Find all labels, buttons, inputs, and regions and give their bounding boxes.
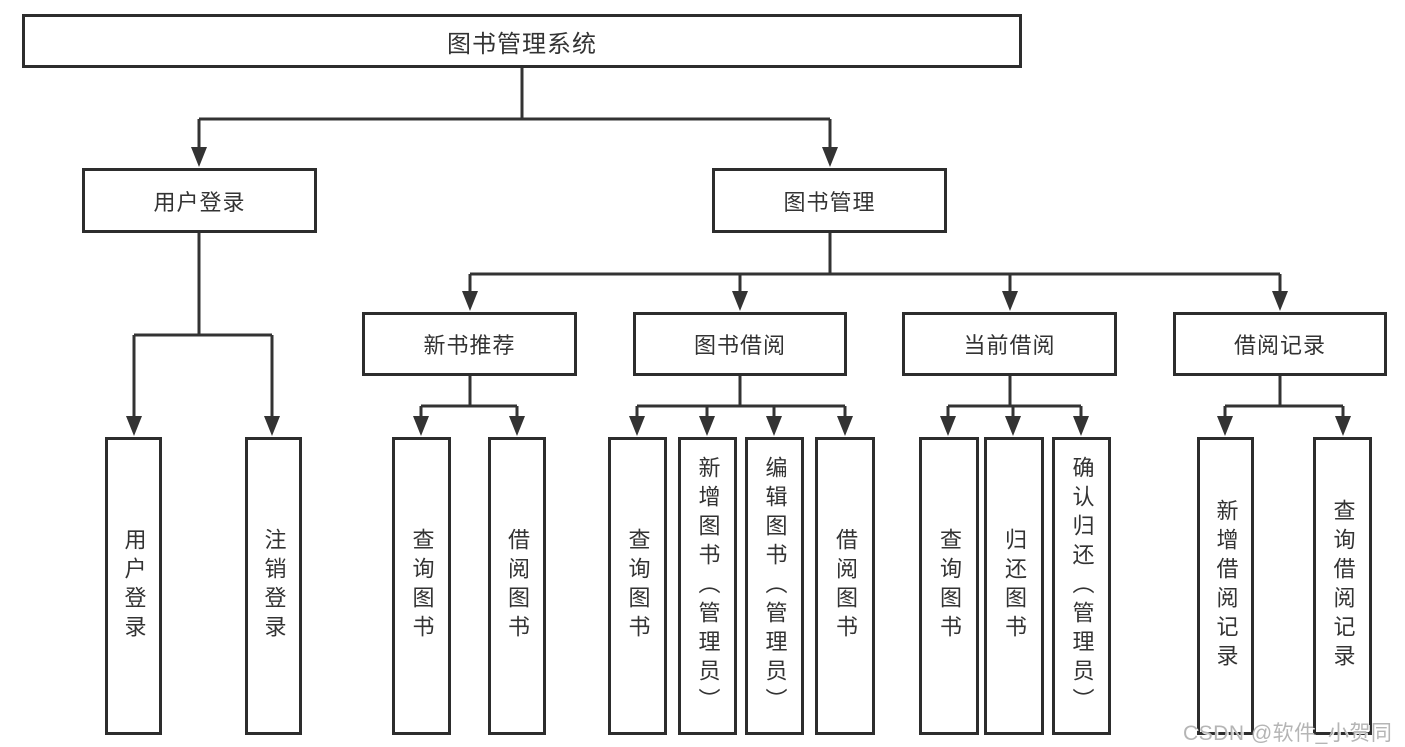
node-current-borrowing: 当前借阅 — [902, 312, 1117, 376]
node-return-books-label: 归还图书 — [1002, 528, 1027, 644]
node-add-borrow-record: 新增借阅记录 — [1197, 437, 1254, 735]
node-logout: 注销登录 — [245, 437, 302, 735]
node-borrow-books-recommend-label: 借阅图书 — [505, 528, 530, 644]
node-query-books-recommend-label: 查询图书 — [409, 528, 435, 644]
node-add-books-admin-label: 新增图书（管理员） — [695, 455, 721, 717]
node-return-books: 归还图书 — [984, 437, 1044, 735]
node-query-books-recommend: 查询图书 — [392, 437, 451, 735]
arrowheads — [126, 147, 1351, 436]
node-confirm-return-admin-label: 确认归还（管理员） — [1069, 455, 1095, 717]
node-book-borrowing: 图书借阅 — [633, 312, 847, 376]
node-user-login-module: 用户登录 — [82, 168, 317, 233]
node-add-borrow-record-label: 新增借阅记录 — [1213, 499, 1239, 673]
node-borrow-books-label: 借阅图书 — [833, 528, 858, 644]
node-user-login: 用户登录 — [105, 437, 162, 735]
node-query-books-borrow-label: 查询图书 — [625, 528, 651, 644]
node-borrow-books-recommend: 借阅图书 — [488, 437, 546, 735]
node-library-management-system: 图书管理系统 — [22, 14, 1022, 68]
node-logout-label: 注销登录 — [261, 528, 287, 644]
node-query-books-current-label: 查询图书 — [937, 528, 962, 644]
node-add-books-admin: 新增图书（管理员） — [678, 437, 737, 735]
node-borrow-books: 借阅图书 — [815, 437, 875, 735]
node-user-login-label: 用户登录 — [121, 528, 147, 644]
node-query-books-current: 查询图书 — [919, 437, 979, 735]
node-edit-books-admin-label: 编辑图书（管理员） — [762, 455, 788, 717]
node-new-book-recommend: 新书推荐 — [362, 312, 577, 376]
csdn-watermark: CSDN @软件_小贺同学 — [1183, 722, 1393, 745]
node-query-borrow-record: 查询借阅记录 — [1313, 437, 1372, 735]
node-book-management: 图书管理 — [712, 168, 947, 233]
node-query-books-borrow: 查询图书 — [608, 437, 667, 735]
node-confirm-return-admin: 确认归还（管理员） — [1052, 437, 1111, 735]
node-edit-books-admin: 编辑图书（管理员） — [745, 437, 804, 735]
node-query-borrow-record-label: 查询借阅记录 — [1330, 499, 1356, 673]
edge-paths — [132, 68, 1345, 418]
node-borrowing-records: 借阅记录 — [1173, 312, 1387, 376]
